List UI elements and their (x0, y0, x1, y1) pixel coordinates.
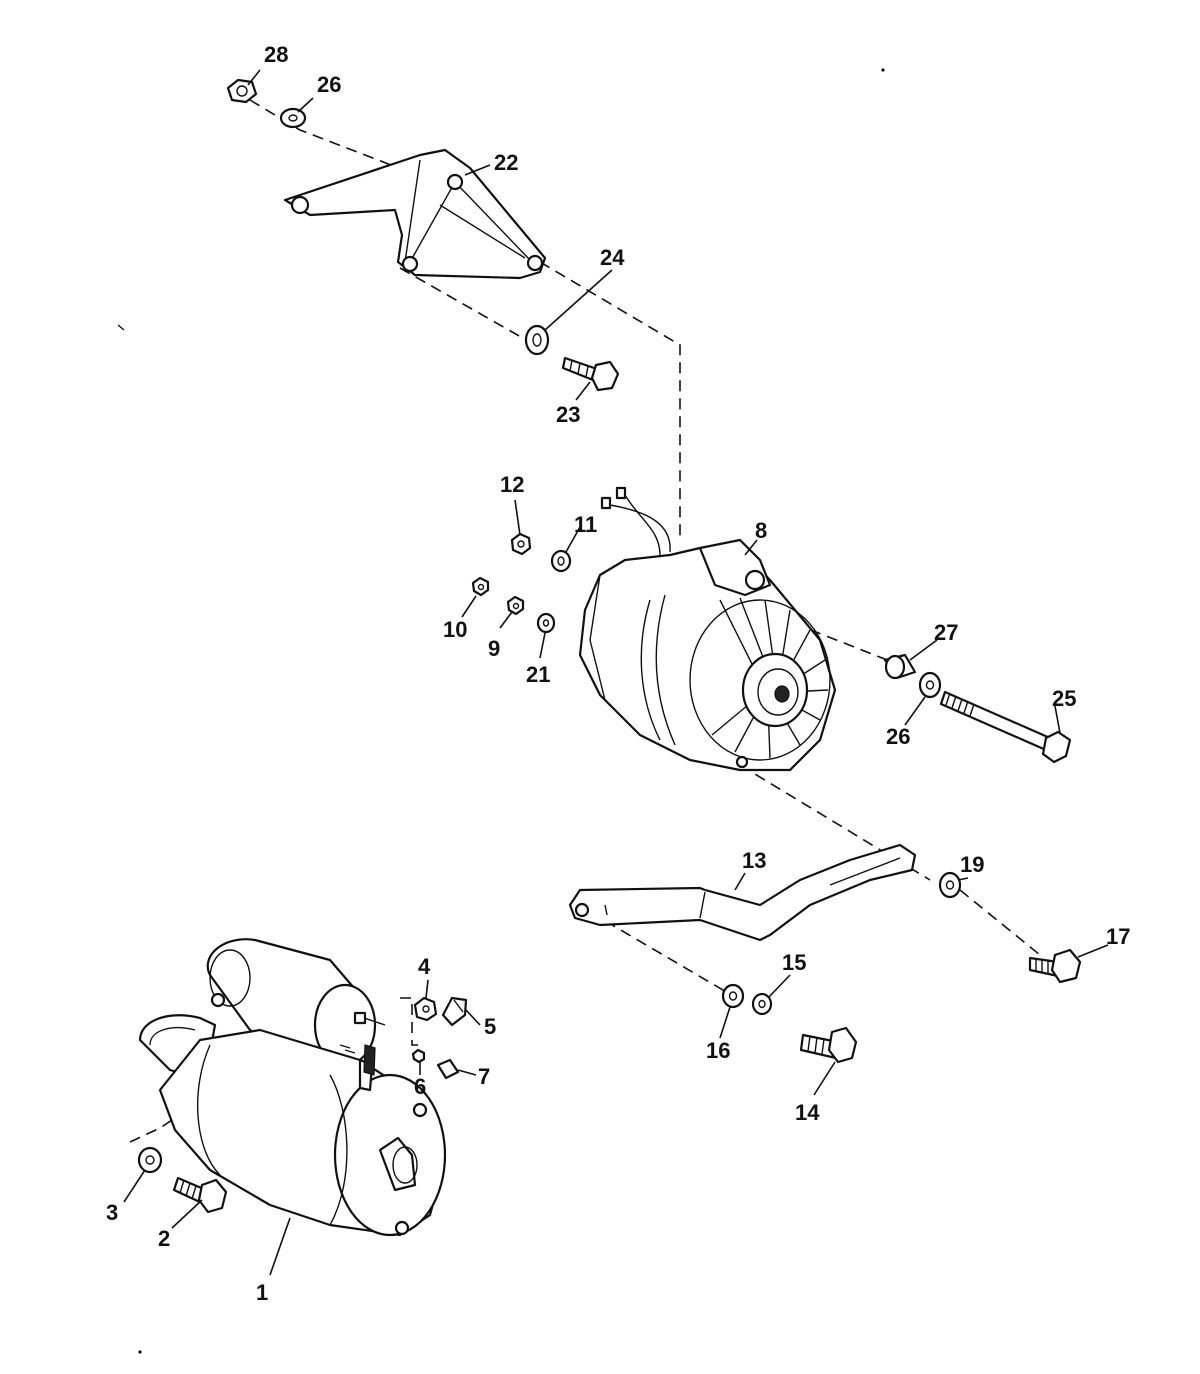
callout-26-top: 26 (317, 72, 341, 97)
callout-1: 1 (256, 1280, 268, 1305)
callout-3: 3 (106, 1200, 118, 1225)
callout-26-lower: 26 (886, 724, 910, 749)
callout-10: 10 (443, 617, 467, 642)
part-3-washer (137, 1146, 163, 1174)
callout-16: 16 (706, 1038, 730, 1063)
callout-23: 23 (556, 402, 580, 427)
callout-13: 13 (742, 848, 766, 873)
callout-6: 6 (414, 1074, 426, 1099)
callout-7: 7 (478, 1064, 490, 1089)
callout-15: 15 (782, 950, 806, 975)
leader-lines (123, 69, 1109, 1276)
callout-2: 2 (158, 1226, 170, 1251)
part-23-bolt (561, 356, 620, 392)
callout-12: 12 (500, 472, 524, 497)
part-13-adjusting-strap (568, 843, 917, 942)
callout-28: 28 (264, 42, 288, 67)
callout-19: 19 (960, 852, 984, 877)
part-7-clip (436, 1058, 460, 1080)
part-19-washer (938, 871, 962, 899)
part-4-nut (413, 996, 438, 1022)
part-5-terminal-boot (441, 996, 468, 1027)
part-27-spacer (883, 653, 917, 680)
callout-17: 17 (1106, 924, 1130, 949)
part-17-bolt (1028, 948, 1082, 984)
callout-labels: 28 26 22 24 23 12 11 8 10 9 21 27 26 25 … (106, 42, 1130, 1305)
callout-22: 22 (494, 150, 518, 175)
part-6-nut (411, 1048, 426, 1064)
part-26-washer-top (279, 107, 307, 129)
callout-9: 9 (488, 636, 500, 661)
part-12-nut (510, 532, 532, 556)
scan-specks (117, 68, 885, 1354)
callout-5: 5 (484, 1014, 496, 1039)
callout-14: 14 (795, 1100, 820, 1125)
part-1-starter-motor (138, 938, 447, 1237)
part-22-bracket (283, 148, 547, 280)
part-15-lockwasher (751, 992, 773, 1016)
part-14-bolt (799, 1026, 858, 1064)
callout-24: 24 (600, 245, 625, 270)
callout-27: 27 (934, 620, 958, 645)
callout-11: 11 (574, 512, 597, 537)
callout-8: 8 (755, 518, 767, 543)
part-8-alternator (578, 486, 837, 772)
part-11-washer (550, 549, 572, 573)
part-28-nut (226, 78, 258, 104)
part-9-nut (506, 595, 525, 616)
part-16-washer (721, 983, 745, 1009)
callout-25: 25 (1052, 686, 1076, 711)
part-26-washer-lower (918, 671, 942, 699)
part-24-lockwasher (524, 324, 550, 356)
part-21-washer (536, 612, 556, 634)
callout-21: 21 (526, 662, 550, 687)
part-10-nut (471, 576, 490, 597)
part-2-bolt (172, 1176, 228, 1214)
part-25-long-bolt (939, 690, 1072, 764)
callout-4: 4 (418, 954, 431, 979)
